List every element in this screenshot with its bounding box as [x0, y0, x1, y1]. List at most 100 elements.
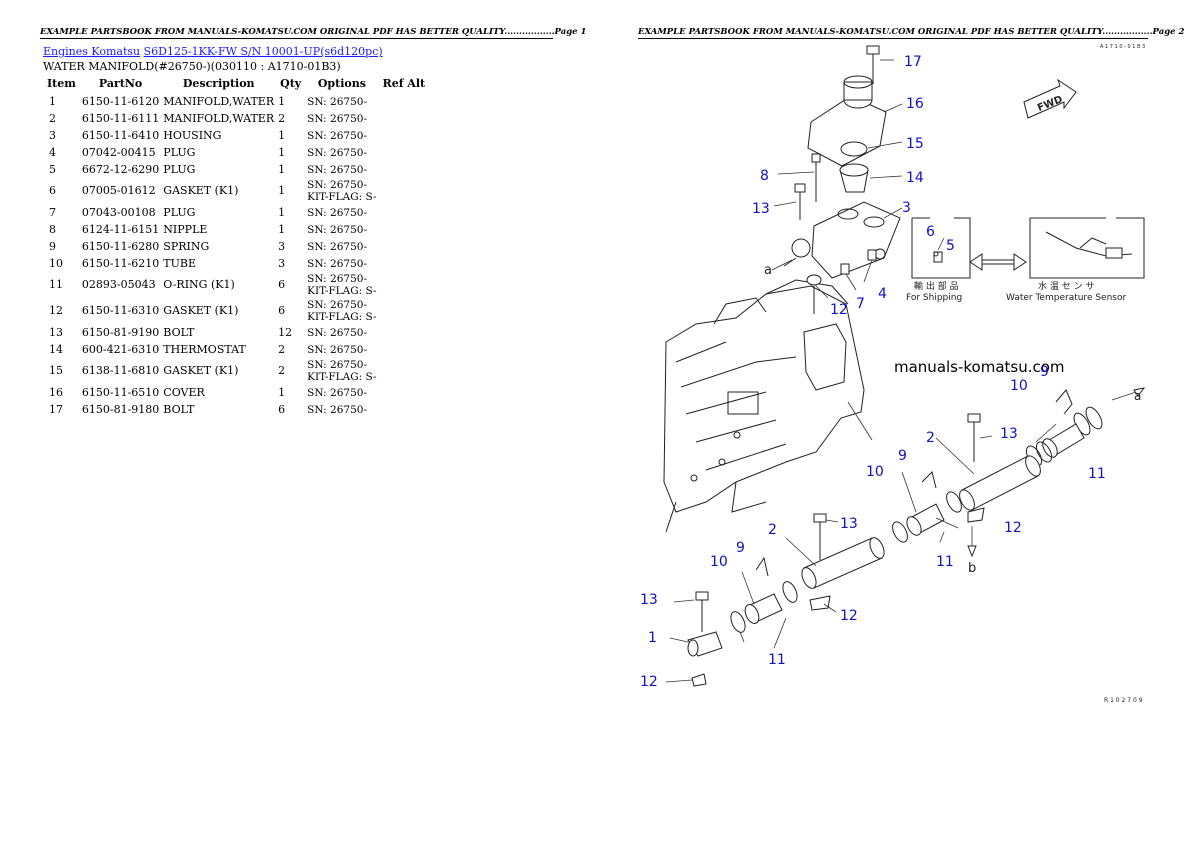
- callout-4: 4: [878, 286, 887, 302]
- ref-a-right: a: [1134, 389, 1141, 403]
- thermostat-housing-group: a: [764, 45, 901, 314]
- callout-10-lower: 10: [710, 554, 728, 570]
- cell-qty: 6: [278, 278, 286, 291]
- callout-2-lower: 2: [768, 522, 777, 538]
- cell-qty: 6: [278, 304, 286, 317]
- watermark-text: manuals-komatsu.com: [894, 358, 1065, 376]
- breadcrumb-link-engines[interactable]: Engines Komatsu: [43, 45, 141, 58]
- housing-part-3: [811, 201, 901, 279]
- water-temp-sensor-box: 水 温 セ ン サ Water Temperature Sensor: [1006, 217, 1145, 303]
- cell-item: 3: [49, 128, 56, 142]
- callout-9-upper: 9: [1040, 364, 1049, 380]
- parts-table: Item PartNo Description Qty Options Ref …: [43, 76, 429, 418]
- col-header-partno: PartNo: [98, 77, 143, 90]
- callout-12-bottom: 12: [640, 674, 658, 690]
- gasket-part-12-top: [806, 274, 822, 286]
- cell-ref-alt: [379, 341, 430, 358]
- cell-part: 6150-11-6310: [81, 304, 160, 317]
- cell-opt: SN: 26750-: [307, 129, 368, 142]
- cell-ref-alt: [379, 110, 430, 127]
- nipple-part-8: [811, 153, 821, 163]
- cell-desc: NIPPLE: [163, 222, 208, 236]
- breadcrumb-link-model[interactable]: S6D125-1KK-FW S/N 10001-UP(s6d120pc): [143, 45, 383, 58]
- cell-opt: SN: 26750-: [307, 206, 368, 219]
- cell-part: 07043-00108: [81, 205, 156, 219]
- page-header-left: EXAMPLE PARTSBOOK FROM MANUALS-KOMATSU.C…: [40, 27, 587, 39]
- callout-9-middle: 9: [898, 448, 907, 464]
- cell-item: 8: [49, 222, 56, 236]
- cell-ref-alt: [379, 221, 430, 238]
- cell-item: 6: [49, 184, 56, 197]
- cell-desc: TUBE: [163, 256, 197, 270]
- cell-ref-alt: [379, 384, 430, 401]
- cell-opt: SN: 26750-: [307, 146, 368, 159]
- cell-part: 6150-11-6410: [81, 128, 160, 142]
- for-shipping-label: For Shipping: [906, 293, 962, 303]
- callout-12-lower: 12: [840, 608, 858, 624]
- cell-item: 9: [49, 239, 56, 253]
- fwd-arrow-icon: FWD: [1023, 78, 1077, 119]
- callout-11-upper: 11: [1088, 466, 1106, 482]
- cell-item: 12: [49, 304, 63, 317]
- cell-part: 6150-11-6510: [81, 385, 160, 399]
- callout-12-top: 12: [830, 302, 848, 318]
- callout-17: 17: [904, 54, 922, 70]
- callout-8: 8: [760, 168, 769, 184]
- cell-opt: SN: 26750-: [307, 95, 368, 108]
- cell-opt: SN: 26750-: [307, 257, 368, 270]
- callout-1: 1: [648, 630, 657, 646]
- cell-qty: 2: [278, 364, 286, 377]
- sensor-jp: 水 温 セ ン サ: [1038, 280, 1094, 292]
- callout-13-bottom: 13: [640, 592, 658, 608]
- cell-opt: SN: 26750-: [307, 240, 368, 253]
- cell-qty: 1: [278, 145, 286, 159]
- cell-item: 4: [49, 145, 56, 159]
- diagram-code-bottom: R 1 0 2 7 0 9: [1104, 697, 1143, 704]
- cell-desc: O-RING (K1): [163, 278, 235, 291]
- cell-qty: 3: [278, 239, 286, 253]
- cell-desc: GASKET (K1): [163, 304, 239, 317]
- cell-ref-alt: [379, 178, 430, 204]
- callout-14: 14: [906, 170, 924, 186]
- cell-opt: SN: 26750-: [307, 112, 368, 125]
- cell-desc: SPRING: [163, 239, 210, 253]
- cell-desc: GASKET (K1): [163, 184, 239, 197]
- cell-desc: MANIFOLD,WATER: [163, 111, 275, 125]
- diagram-code-top: A 1 7 1 0 - 0 1 B 3: [1100, 44, 1145, 50]
- cell-qty: 1: [278, 184, 286, 197]
- cell-desc: THERMOSTAT: [163, 342, 246, 356]
- cell-opt: SN: 26750- KIT-FLAG: S-: [307, 359, 377, 383]
- cell-opt: SN: 26750-: [307, 403, 368, 416]
- cell-qty: 1: [278, 162, 286, 176]
- cell-ref-alt: [379, 324, 430, 341]
- ref-a-top: a: [764, 263, 772, 278]
- callout-13-top: 13: [752, 201, 770, 217]
- tube-group-middle: b: [892, 413, 1041, 576]
- cell-part: 6150-11-6280: [81, 239, 160, 253]
- for-shipping-jp: 輸 出 部 品: [914, 280, 959, 292]
- cell-item: 10: [49, 256, 63, 270]
- cell-item: 1: [49, 94, 56, 108]
- cell-item: 2: [49, 111, 56, 125]
- cell-desc: PLUG: [163, 162, 196, 176]
- cell-qty: 2: [278, 342, 286, 356]
- cell-item: 11: [49, 278, 63, 291]
- callout-2-upper: 2: [926, 430, 935, 446]
- cell-qty: 3: [278, 256, 286, 270]
- cell-ref-alt: [379, 255, 430, 272]
- gasket-part-15: [840, 141, 868, 157]
- plug-part-7: [840, 263, 850, 275]
- cell-item: 13: [49, 325, 63, 339]
- cell-part: 6150-11-6111: [81, 111, 160, 125]
- callout-7: 7: [856, 296, 865, 312]
- tube-group-upper-right: a: [1025, 387, 1146, 467]
- cell-opt: SN: 26750- KIT-FLAG: S-: [307, 299, 377, 323]
